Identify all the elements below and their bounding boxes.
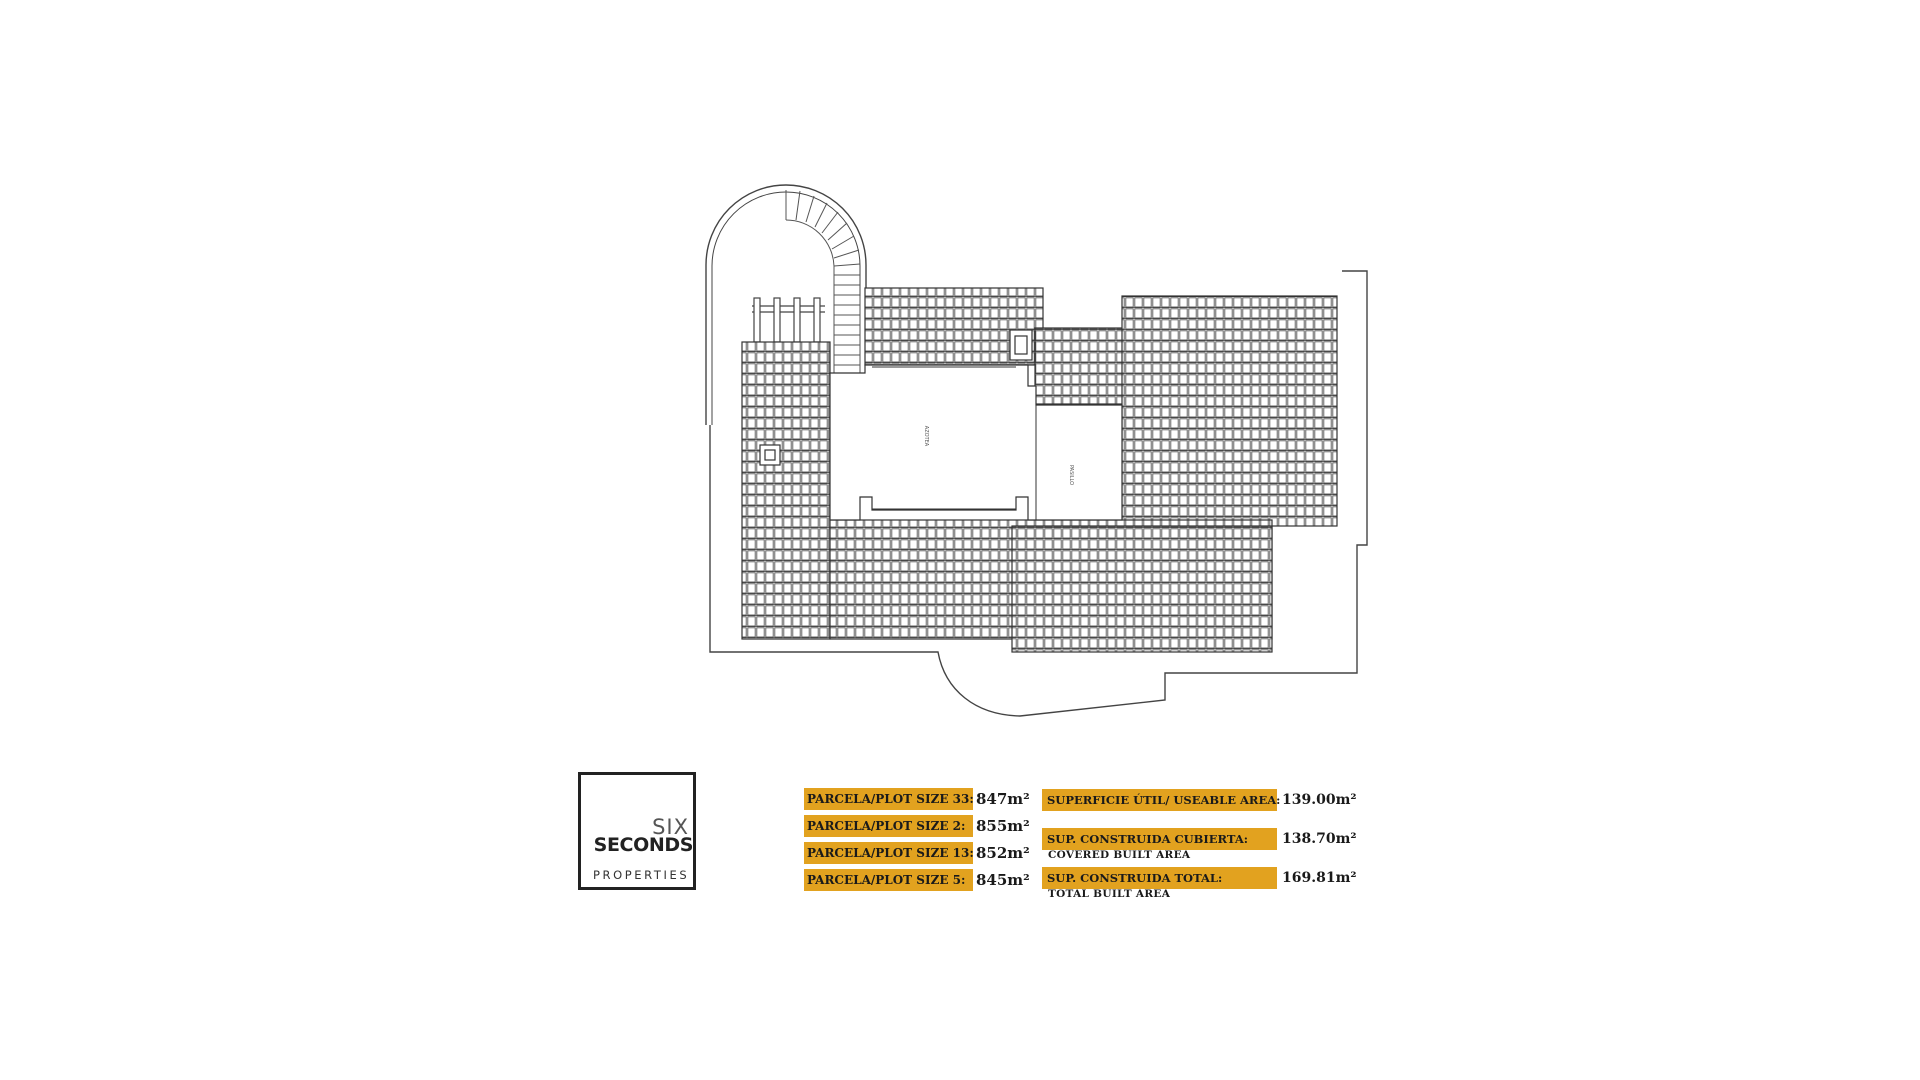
plot-size-row: PARCELA/PLOT SIZE 13: 852m² bbox=[804, 839, 1030, 866]
tiled-roof bbox=[741, 287, 1338, 653]
pergola bbox=[752, 297, 825, 343]
area-sublabel: COVERED BUILT AREA bbox=[1048, 849, 1191, 861]
stair-straight-treads bbox=[834, 274, 861, 385]
area-value: 169.81m² bbox=[1282, 870, 1357, 886]
plot-size-row: PARCELA/PLOT SIZE 5: 845m² bbox=[804, 866, 1030, 893]
plot-size-label: PARCELA/PLOT SIZE 33: bbox=[804, 787, 974, 810]
plot-sizes-table: PARCELA/PLOT SIZE 33: 847m² PARCELA/PLOT… bbox=[804, 785, 1030, 893]
plot-size-value: 855m² bbox=[976, 816, 1030, 835]
chimney bbox=[1009, 329, 1033, 361]
area-value: 139.00m² bbox=[1282, 792, 1357, 808]
area-label: SUP. CONSTRUIDA TOTAL: bbox=[1042, 867, 1277, 889]
room-label: PASILLO bbox=[1068, 465, 1074, 485]
area-label: SUPERFICIE ÚTIL/ USEABLE AREA: bbox=[1042, 789, 1280, 811]
area-label: SUP. CONSTRUIDA CUBIERTA: bbox=[1042, 828, 1277, 850]
stair-tower bbox=[705, 184, 867, 425]
plot-size-label: PARCELA/PLOT SIZE 13: bbox=[804, 841, 974, 864]
plot-size-label: PARCELA/PLOT SIZE 2: bbox=[804, 814, 973, 837]
plot-size-value: 847m² bbox=[976, 789, 1030, 808]
plot-size-value: 845m² bbox=[976, 870, 1030, 889]
area-row: SUP. CONSTRUIDA CUBIERTA: 138.70m² COVER… bbox=[1042, 828, 1357, 867]
chimney bbox=[759, 444, 781, 466]
logo-word-properties: PROPERTIES bbox=[593, 868, 690, 882]
plot-size-row: PARCELA/PLOT SIZE 2: 855m² bbox=[804, 812, 1030, 839]
room-label: AZOTEA bbox=[923, 426, 929, 447]
built-areas-table: SUPERFICIE ÚTIL/ USEABLE AREA: 139.00m² … bbox=[1042, 789, 1357, 906]
area-row: SUP. CONSTRUIDA TOTAL: 169.81m² TOTAL BU… bbox=[1042, 867, 1357, 906]
logo-word-six: SIX bbox=[652, 815, 689, 839]
plot-size-value: 852m² bbox=[976, 843, 1030, 862]
terrace-outline bbox=[709, 270, 1368, 717]
open-roof-area bbox=[829, 364, 1123, 521]
area-sublabel: TOTAL BUILT AREA bbox=[1048, 888, 1171, 900]
plot-size-row: PARCELA/PLOT SIZE 33: 847m² bbox=[804, 785, 1030, 812]
area-row: SUPERFICIE ÚTIL/ USEABLE AREA: 139.00m² bbox=[1042, 789, 1357, 828]
six-seconds-logo: SIX SECONDS PROPERTIES bbox=[578, 772, 696, 890]
plot-size-label: PARCELA/PLOT SIZE 5: bbox=[804, 868, 973, 891]
logo-word-seconds: SECONDS bbox=[593, 834, 694, 856]
area-value: 138.70m² bbox=[1282, 831, 1357, 847]
